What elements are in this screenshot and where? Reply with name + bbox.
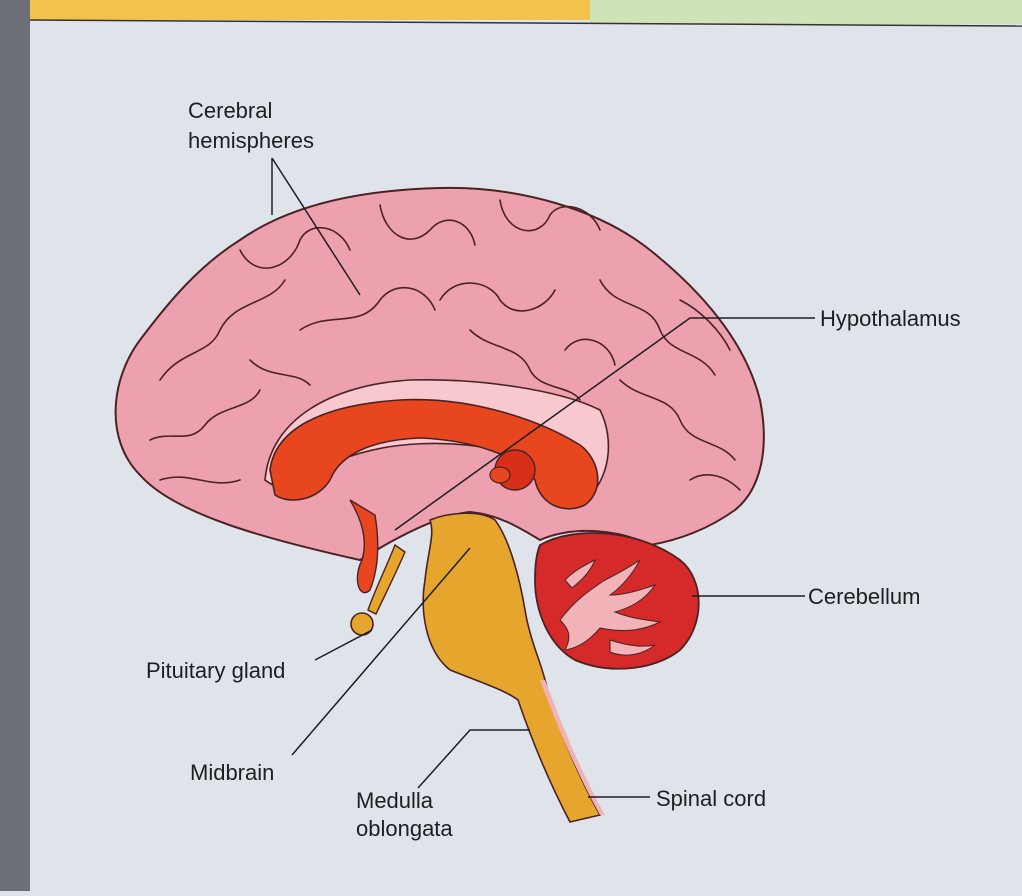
arbor-vitae [559, 558, 662, 656]
leader-hypothalamus [394, 317, 815, 531]
label-midbrain: Midbrain [190, 760, 275, 785]
band-rule [29, 19, 1022, 27]
leader-medulla [417, 729, 530, 789]
leader-cerebral-b [271, 157, 361, 296]
top-band-left [30, 0, 590, 20]
pituitary-stalk [367, 543, 406, 615]
label-cerebral-line2: hemispheres [188, 128, 314, 153]
label-spinal-cord: Spinal cord [656, 786, 767, 811]
cortex-gyri [149, 199, 741, 491]
pineal-body [489, 466, 511, 484]
label-cerebral-line1: Cerebral [188, 98, 273, 123]
label-medulla-line2: oblongata [356, 816, 453, 841]
label-cerebellum: Cerebellum [808, 584, 921, 609]
book-spine-shadow [0, 0, 30, 891]
spinal-cord-edge [540, 680, 605, 815]
label-medulla-line1: Medulla [356, 788, 434, 813]
lateral-ventricle [269, 398, 599, 510]
third-ventricle [349, 499, 379, 594]
leader-midbrain [291, 547, 471, 756]
top-band-right [590, 0, 1022, 24]
leader-pituitary [314, 629, 373, 661]
label-pituitary-gland: Pituitary gland [146, 658, 286, 683]
label-hypothalamus: Hypothalamus [820, 306, 961, 331]
leader-lines [271, 157, 815, 798]
